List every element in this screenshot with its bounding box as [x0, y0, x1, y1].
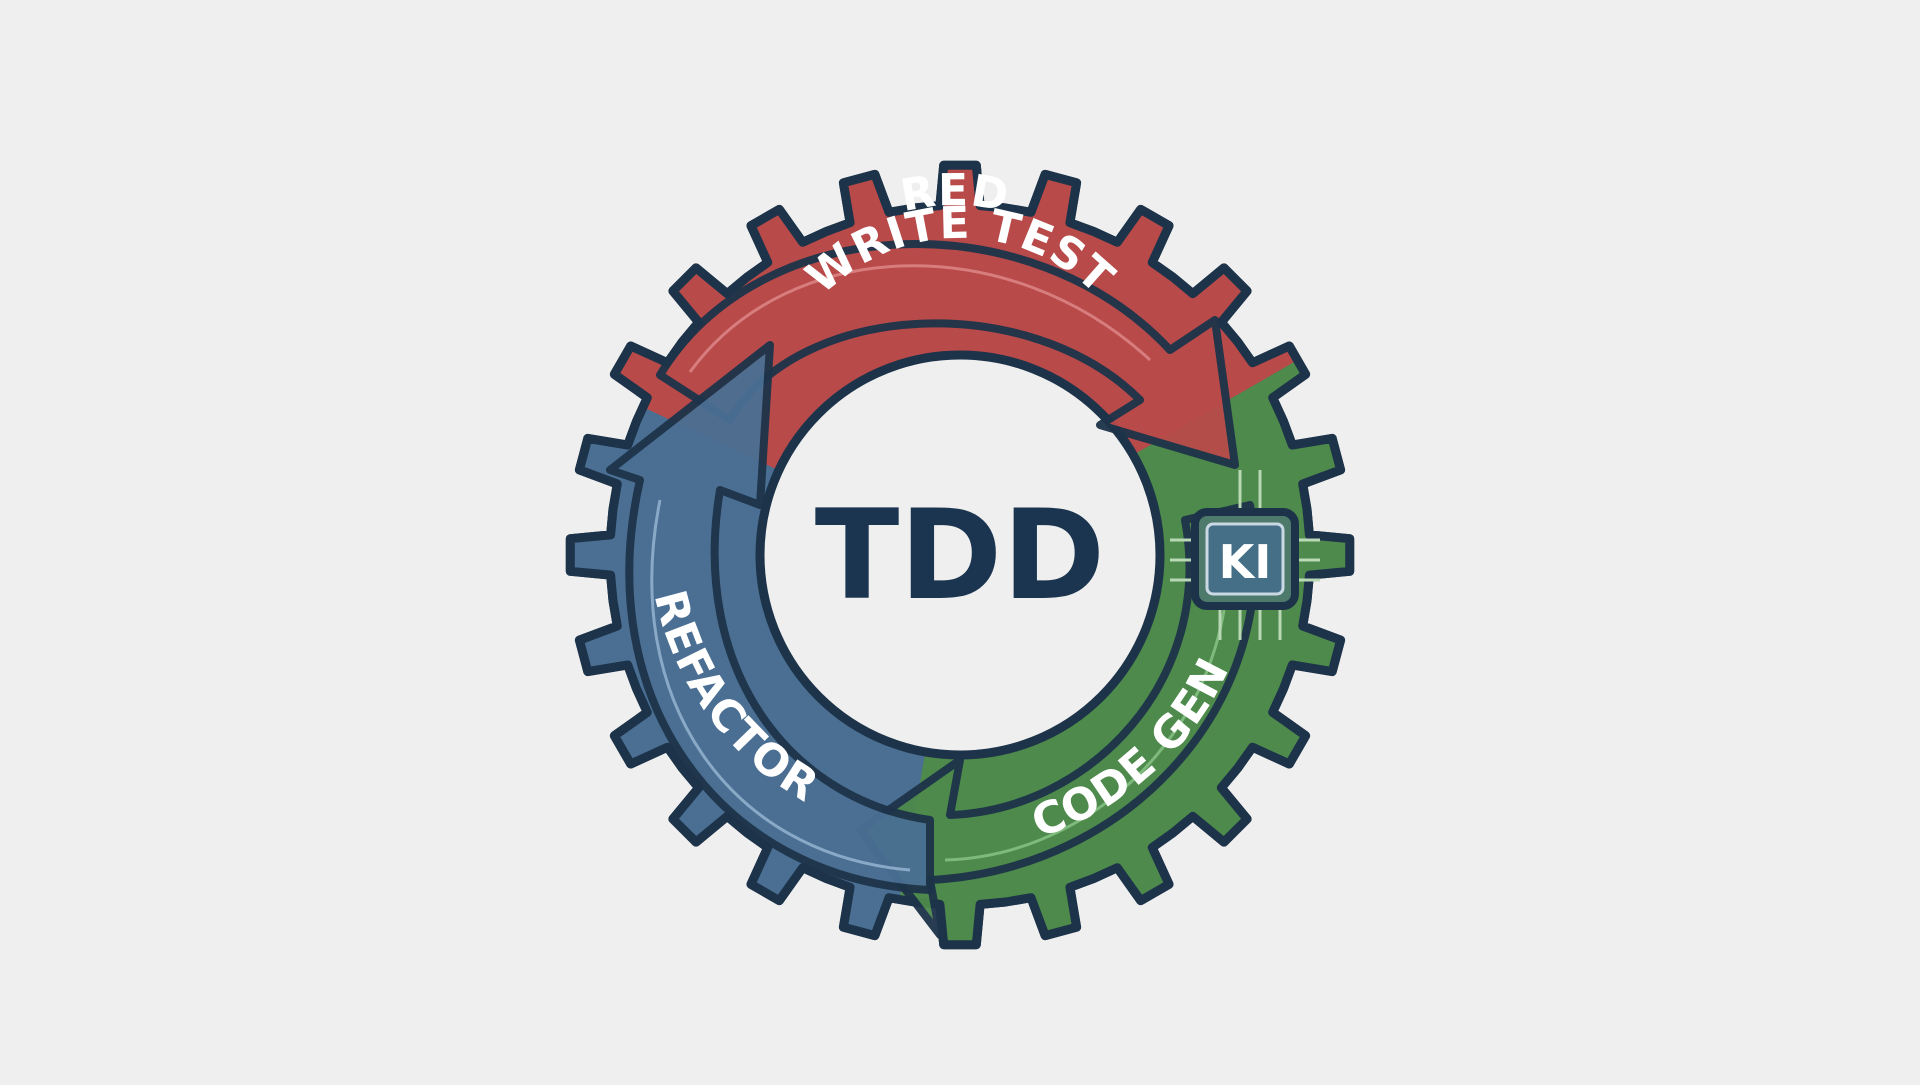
center-label: TDD	[815, 484, 1105, 628]
gear-hole	[755, 350, 1165, 760]
cycle-arrows	[606, 240, 1259, 939]
chip-label: KI	[1219, 535, 1272, 589]
label-red: RED	[897, 165, 1013, 222]
arrow-blue-highlight	[650, 499, 911, 872]
label-red-title: RED	[897, 165, 1013, 222]
chip-icon: KI	[1170, 470, 1320, 640]
arrow-blue	[606, 341, 934, 894]
arrow-red-highlight	[688, 264, 1152, 373]
arrow-red	[656, 240, 1239, 469]
gear-stroke	[565, 160, 1355, 950]
arrow-green	[856, 501, 1259, 939]
